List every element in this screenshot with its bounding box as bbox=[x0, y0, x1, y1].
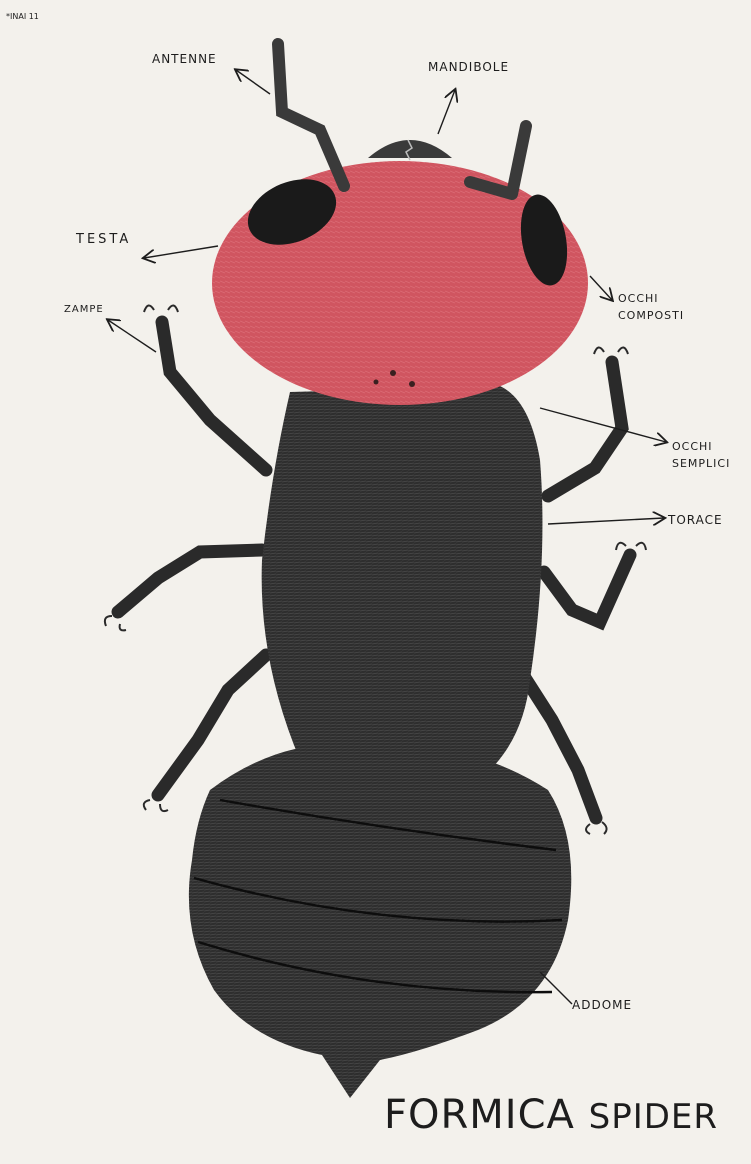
corner-note: *INAI 11 bbox=[6, 12, 39, 21]
leg-mid-left bbox=[118, 550, 262, 612]
label-compound-eyes-line2: COMPOSTI bbox=[618, 307, 684, 324]
label-simple-eyes-line2: SEMPLICI bbox=[672, 455, 730, 472]
label-compound-eyes-line1: OCCHI bbox=[618, 290, 684, 307]
label-compound-eyes: OCCHI COMPOSTI bbox=[618, 290, 684, 324]
label-thorax: TORACE bbox=[668, 513, 723, 527]
label-legs: ZAMPE bbox=[64, 304, 104, 315]
label-head: TESTA bbox=[76, 232, 131, 247]
label-mandibles: MANDIBOLE bbox=[428, 60, 509, 74]
leg-mid-right bbox=[544, 555, 630, 622]
title-word-2: SPIDER bbox=[589, 1097, 718, 1137]
label-abdomen: ADDOME bbox=[572, 998, 632, 1012]
label-antennae: ANTENNE bbox=[152, 52, 217, 66]
thorax bbox=[262, 386, 543, 804]
label-simple-eyes-line1: OCCHI bbox=[672, 438, 730, 455]
label-simple-eyes: OCCHI SEMPLICI bbox=[672, 438, 730, 472]
drawing-title: FORMICA SPIDER bbox=[384, 1092, 718, 1138]
title-word-1: FORMICA bbox=[384, 1092, 575, 1138]
antenna-right bbox=[470, 126, 526, 194]
antenna-left bbox=[278, 44, 344, 186]
leg-front-right bbox=[548, 362, 622, 496]
